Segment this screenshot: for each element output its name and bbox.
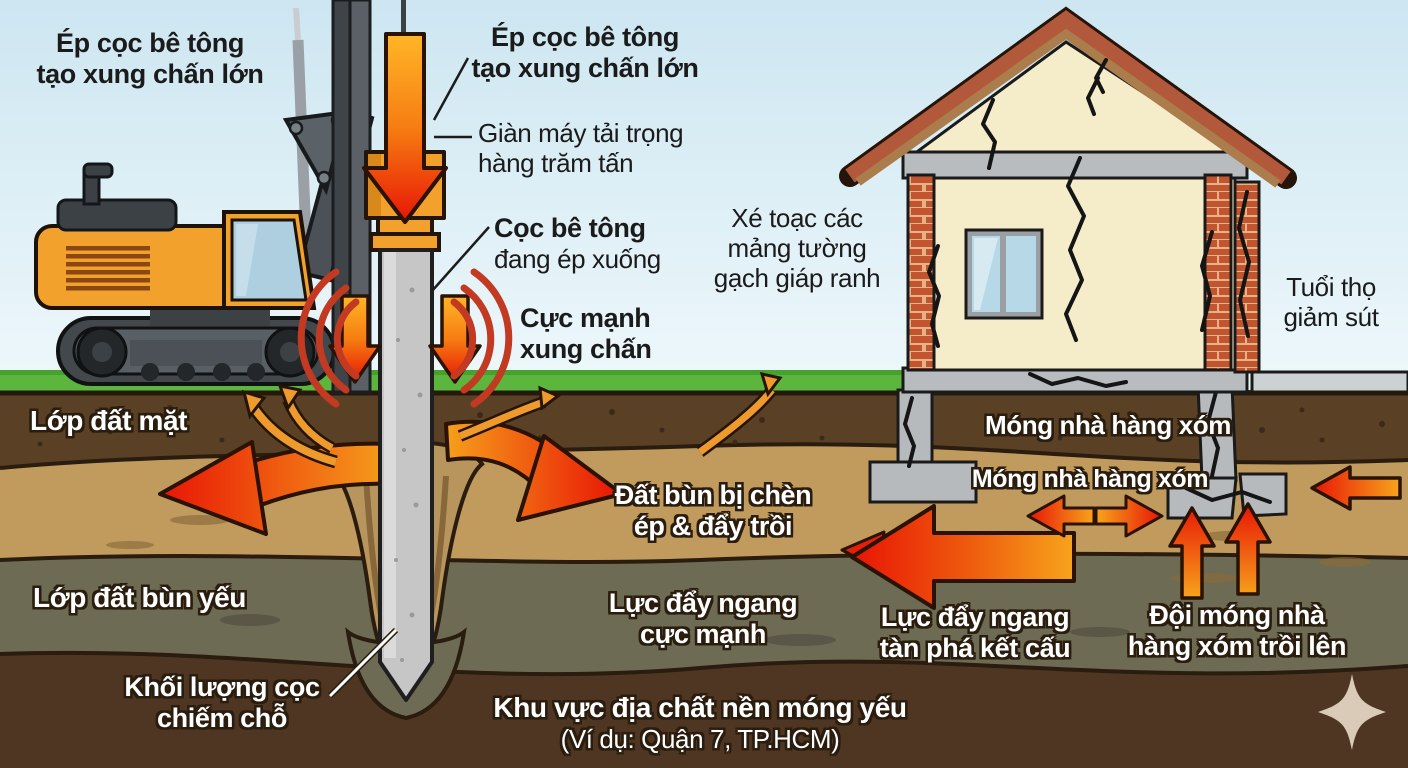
- label-lateral-push: Lực đẩy ngang cực mạnh: [608, 588, 798, 651]
- main-down-arrow: [362, 32, 448, 224]
- pavement: [1250, 370, 1408, 394]
- label-line: tạo xung chấn lớn: [36, 59, 264, 90]
- label-line: hàng trăm tấn: [478, 148, 634, 179]
- label-line: tạo xung chấn lớn: [471, 53, 699, 84]
- big-left-arrow: [850, 504, 1076, 610]
- small-arrow-right: [1094, 494, 1164, 538]
- label-mud-displaced: Đất bùn bị chèn ép & đẩy trồi: [615, 480, 812, 543]
- label-pile-mass: Khối lượng cọc chiếm chỗ: [124, 672, 320, 735]
- house-window: [964, 228, 1044, 320]
- label-line: Tuổi thọ: [1286, 272, 1376, 302]
- label-line: gạch giáp ranh: [713, 263, 881, 294]
- label-line: (Ví dụ: Quận 7, TP.HCM): [560, 724, 840, 755]
- label-line: Giàn máy tải trọng: [478, 118, 684, 148]
- label-line: đang ép xuống: [494, 244, 661, 275]
- roof-band: [845, 10, 1291, 185]
- label-line: giảm sút: [1283, 302, 1379, 333]
- label-line: mảng tường: [727, 233, 867, 264]
- pile-driver-mast: [331, 0, 406, 394]
- up-arrow-2: [1224, 502, 1272, 596]
- brick-column-right: [1203, 173, 1233, 372]
- label-line: Khu vực địa chất nền móng yếu: [493, 692, 907, 723]
- edge-left-arrow: [1310, 465, 1402, 511]
- pile-speckles: [394, 287, 423, 662]
- label-lifespan: Tuổi thọ giảm sút: [1283, 272, 1378, 332]
- label-line: Cọc bê tông: [494, 213, 646, 243]
- engine-hood: [56, 198, 178, 232]
- label-line: Xé toạc các: [731, 203, 863, 233]
- label-line: Lực đẩy ngang: [880, 602, 1070, 632]
- foundation-right: [1166, 383, 1288, 520]
- label-weak-mud-layer: Lớp đất bùn yếu: [33, 582, 246, 614]
- label-line: xung chấn: [520, 334, 652, 365]
- label-line: Lớp đất mặt: [30, 405, 188, 436]
- label-topsoil: Lớp đất mặt: [30, 405, 187, 437]
- label-line: Đội móng nhà: [1149, 600, 1325, 630]
- label-line: Móng nhà hàng xóm: [971, 465, 1209, 493]
- label-line: Ép cọc bê tông: [491, 22, 679, 52]
- concrete-pile: [378, 248, 434, 702]
- label-line: Móng nhà hàng xóm: [985, 410, 1231, 440]
- label-line: cực mạnh: [640, 619, 766, 650]
- label-line: Khối lượng cọc: [124, 672, 320, 702]
- label-structure-destroy: Lực đẩy ngang tàn phá kết cấu: [880, 602, 1071, 665]
- roof-fascia: [855, 28, 1281, 188]
- label-line: ép & đẩy trồi: [633, 511, 793, 542]
- label-line: Lực đẩy ngang: [608, 588, 798, 618]
- deep-layer: [0, 652, 1408, 768]
- sparkle-icon: [1318, 674, 1386, 750]
- small-arrow-left: [1026, 494, 1096, 538]
- pile-mass-leader: [328, 628, 398, 698]
- curved-arrow-left-head: [158, 440, 268, 536]
- label-rig-load: Giàn máy tải trọng hàng trăm tấn: [478, 118, 684, 179]
- label-line: chiếm chỗ: [157, 703, 287, 734]
- label-strong-shock: Cực mạnh xung chấn: [520, 303, 652, 366]
- up-arrow-1: [1168, 506, 1216, 600]
- label-pressing-title-left: Ép cọc bê tông tạo xung chấn lớn: [37, 28, 264, 91]
- label-wall-tearing: Xé toạc các mảng tường gạch giáp ranh: [713, 203, 881, 294]
- label-line: hàng xóm trồi lên: [1127, 631, 1347, 662]
- mud-streaks: [220, 614, 1130, 646]
- splash-arrows: [241, 371, 783, 469]
- soil-displacement-arrows: [158, 419, 886, 572]
- force-arrows: [850, 465, 1402, 610]
- curved-arrow-right-head: [516, 434, 624, 522]
- label-line: tàn phá kết cấu: [879, 633, 1071, 664]
- label-line: Đất bùn bị chèn: [614, 480, 812, 510]
- label-line: Lớp đất bùn yếu: [33, 582, 247, 613]
- shockwave-arcs: [297, 268, 513, 408]
- engine-grill: [66, 246, 150, 291]
- leader-lines: [431, 57, 490, 292]
- label-pile-pressing: Cọc bê tông đang ép xuống: [494, 213, 661, 274]
- label-foundation-heave: Đội móng nhà hàng xóm trồi lên: [1127, 600, 1347, 663]
- label-line: Ép cọc bê tông: [56, 28, 244, 58]
- label-weak-geology-area: Khu vực địa chất nền móng yếu (Ví dụ: Qu…: [493, 692, 907, 755]
- house: [839, 6, 1297, 394]
- label-neighbor-foundation-2: Móng nhà hàng xóm: [971, 465, 1209, 494]
- house-cracks: [927, 58, 1251, 388]
- label-line: Cực mạnh: [520, 303, 651, 333]
- label-neighbor-foundation-1: Móng nhà hàng xóm: [985, 410, 1231, 440]
- foundation-left: [868, 388, 978, 504]
- label-pressing-title-center: Ép cọc bê tông tạo xung chấn lớn: [472, 22, 699, 85]
